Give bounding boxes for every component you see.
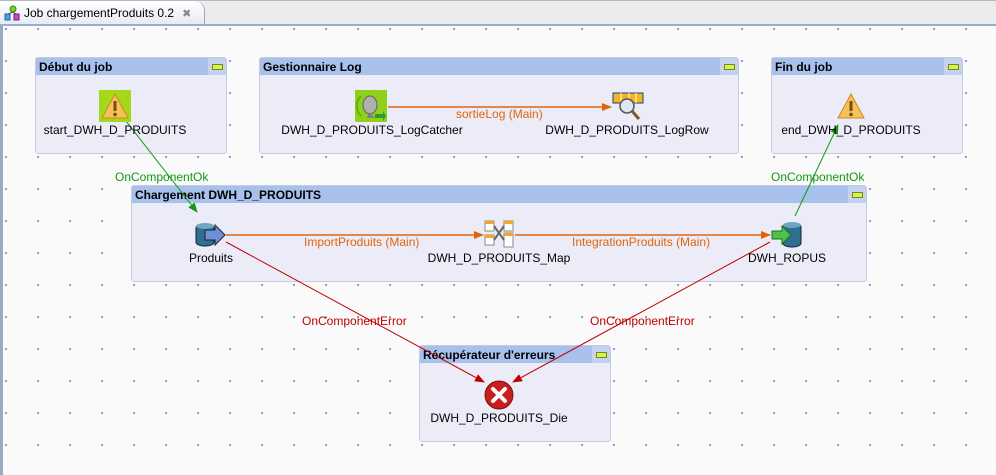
tab-job-chargementproduits[interactable]: Job chargementProduits 0.2 ✖: [0, 1, 205, 25]
collapse-button[interactable]: [944, 58, 962, 75]
close-icon[interactable]: ✖: [182, 6, 192, 20]
tab-title: Job chargementProduits 0.2: [24, 6, 175, 20]
component-die[interactable]: [483, 379, 515, 411]
db-output-icon: [771, 222, 802, 248]
warning-icon: [101, 92, 129, 119]
component-label: end_DWH_D_PRODUITS: [781, 123, 921, 137]
collapse-button[interactable]: [592, 346, 610, 363]
subjob-fin-du-job[interactable]: Fin du job: [771, 57, 963, 154]
link-label-importproduits[interactable]: ImportProduits (Main): [304, 235, 420, 249]
subjob-title: Fin du job: [775, 59, 833, 74]
subjob-title: Chargement DWH_D_PRODUITS: [135, 187, 322, 202]
component-map[interactable]: [484, 219, 514, 249]
link-label-ok-end[interactable]: OnComponentOk: [771, 170, 865, 184]
component-logcatcher[interactable]: [355, 90, 387, 122]
subjob-debut-du-job[interactable]: Début du job: [35, 57, 227, 154]
link-label-ok-start[interactable]: OnComponentOk: [115, 170, 209, 184]
subjob-title: Début du job: [39, 59, 113, 74]
link-label-error-ropus[interactable]: OnComponentError: [590, 314, 695, 328]
logcatcher-icon: [355, 95, 386, 121]
db-input-icon: [195, 223, 226, 247]
component-label: start_DWH_D_PRODUITS: [43, 123, 187, 137]
subjob-gestionnaire-log[interactable]: Gestionnaire Log: [259, 57, 739, 154]
job-icon: [4, 5, 20, 21]
warning-icon: [837, 92, 865, 119]
canvas-top-border: [0, 24, 996, 26]
component-label: DWH_D_PRODUITS_LogRow: [545, 123, 709, 137]
map-icon: [484, 220, 514, 248]
subjob-title: Gestionnaire Log: [263, 59, 362, 74]
editor-tab-bar: Job chargementProduits 0.2 ✖: [0, 0, 996, 25]
link-label-error-produits[interactable]: OnComponentError: [302, 314, 407, 328]
subjob-title: Récupérateur d'erreurs: [423, 347, 556, 362]
component-logrow[interactable]: [612, 92, 644, 122]
component-start[interactable]: [99, 90, 131, 122]
link-label-sortielog[interactable]: sortieLog (Main): [456, 107, 543, 121]
logrow-icon: [612, 92, 644, 120]
subjob-recuperateur-erreurs[interactable]: Récupérateur d'erreurs: [419, 345, 611, 442]
component-ropus[interactable]: [771, 221, 803, 251]
collapse-button[interactable]: [720, 58, 738, 75]
link-label-integrationproduits[interactable]: IntegrationProduits (Main): [572, 235, 711, 249]
component-label: DWH_D_PRODUITS_Die: [430, 411, 568, 425]
error-icon: [484, 380, 514, 410]
collapse-button[interactable]: [848, 186, 866, 203]
component-label: DWH_D_PRODUITS_Map: [427, 251, 571, 265]
component-produits[interactable]: [195, 221, 227, 249]
component-label: DWH_ROPUS: [747, 251, 827, 265]
component-end[interactable]: [835, 90, 867, 122]
collapse-button[interactable]: [208, 58, 226, 75]
component-label: Produits: [188, 251, 234, 265]
component-label: DWH_D_PRODUITS_LogCatcher: [281, 123, 463, 137]
